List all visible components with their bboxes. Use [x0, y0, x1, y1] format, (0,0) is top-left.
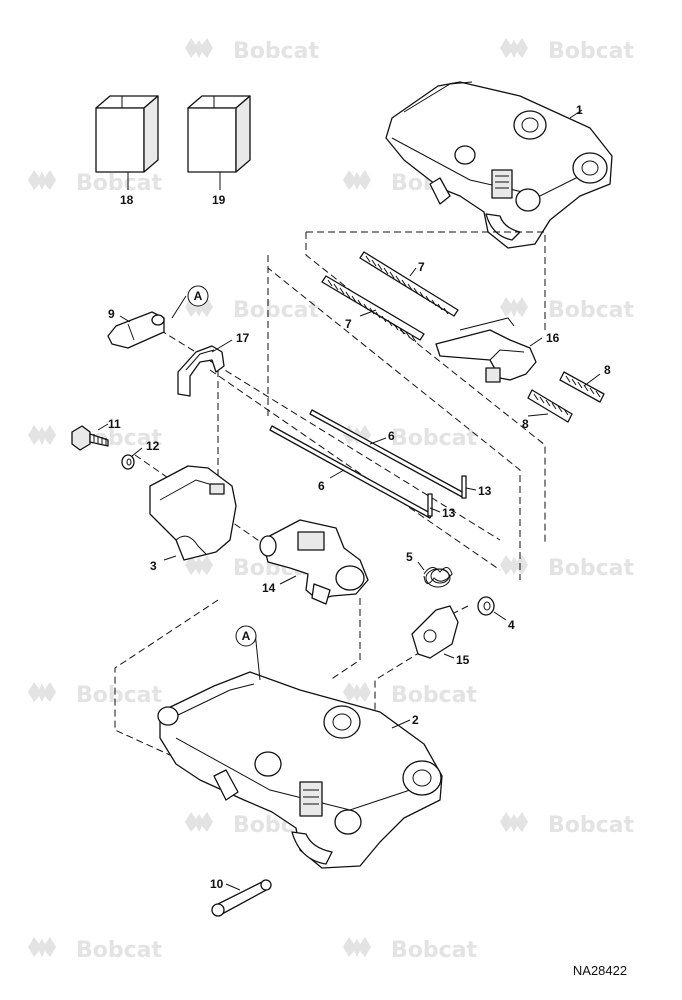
- part-12-washer: [121, 454, 135, 470]
- part-17-clip: [177, 345, 225, 397]
- callout-1: 1: [576, 103, 583, 117]
- part-10-pin: [211, 879, 272, 917]
- part-6-rod-upper: [309, 409, 467, 499]
- callout-5: 5: [406, 550, 413, 564]
- watermark: Bobcat: [500, 555, 635, 581]
- leader-lines: [97, 109, 601, 891]
- bobcat-logo-icon: [500, 297, 528, 317]
- callout-2: 2: [412, 713, 419, 727]
- watermark-text: Bobcat: [233, 39, 320, 64]
- reference-marker-label: A: [242, 629, 251, 643]
- watermark-text: Bobcat: [233, 298, 320, 323]
- callout-7b: 7: [345, 317, 352, 331]
- callout-19: 19: [212, 193, 226, 207]
- callout-13b: 13: [442, 506, 456, 520]
- drawing-number: NA28422: [573, 963, 627, 978]
- watermark-text: Bobcat: [548, 39, 635, 64]
- reference-marker-label: A: [194, 289, 203, 303]
- watermark-text: Bobcat: [391, 683, 478, 708]
- watermark: Bobcat: [185, 297, 320, 323]
- part-9-pin: [107, 311, 165, 349]
- bobcat-logo-icon: [343, 937, 371, 957]
- callout-15: 15: [456, 653, 470, 667]
- part-4-washer: [477, 596, 495, 616]
- part-5-spring: [423, 567, 453, 588]
- bobcat-logo-icon: [185, 38, 213, 58]
- part-16-guide: [435, 317, 537, 383]
- callout-9: 9: [108, 307, 115, 321]
- callout-16: 16: [546, 331, 560, 345]
- bobcat-logo-icon: [28, 170, 56, 190]
- part-3-bracket: [149, 465, 237, 561]
- callout-17: 17: [236, 331, 250, 345]
- part-2-coupler-frame: [157, 671, 443, 869]
- watermark-text: Bobcat: [76, 683, 163, 708]
- bobcat-logo-icon: [28, 937, 56, 957]
- callout-13a: 13: [478, 484, 492, 498]
- watermark-text: Bobcat: [548, 813, 635, 838]
- part-18-box: [95, 95, 159, 173]
- part-13-pin-lower: [427, 493, 433, 517]
- watermark-text: Bobcat: [548, 556, 635, 581]
- part-7-threaded-rod-upper: [359, 251, 459, 317]
- part-1-coupler-frame: [385, 81, 613, 249]
- bobcat-logo-icon: [185, 812, 213, 832]
- watermark: Bobcat: [28, 937, 163, 963]
- callout-7a: 7: [418, 260, 425, 274]
- callout-8a: 8: [604, 363, 611, 377]
- callout-10: 10: [210, 877, 224, 891]
- watermark-text: Bobcat: [391, 426, 478, 451]
- watermark: Bobcat: [343, 425, 478, 451]
- bobcat-logo-icon: [28, 682, 56, 702]
- callout-3: 3: [150, 559, 157, 573]
- watermark-text: Bobcat: [76, 938, 163, 963]
- watermark: Bobcat: [343, 682, 478, 708]
- callout-14: 14: [262, 581, 276, 595]
- bobcat-logo-icon: [500, 555, 528, 575]
- part-11-bolt: [71, 425, 109, 451]
- callout-6b: 6: [318, 479, 325, 493]
- watermark-text: Bobcat: [391, 938, 478, 963]
- callout-18: 18: [120, 193, 134, 207]
- callout-11: 11: [108, 417, 121, 431]
- part-8-stud-lower: [527, 389, 573, 423]
- part-14-valve: [259, 519, 369, 605]
- part-8-stud-upper: [559, 371, 605, 403]
- watermark-text: Bobcat: [548, 298, 635, 323]
- watermark: Bobcat: [500, 38, 635, 64]
- watermark-text: Bobcat: [76, 171, 163, 196]
- callout-4: 4: [508, 618, 515, 632]
- callout-8b: 8: [522, 417, 529, 431]
- reference-marker-a-top: A: [187, 285, 209, 307]
- part-13-pin-upper: [461, 475, 467, 499]
- watermark: Bobcat: [500, 812, 635, 838]
- watermark: Bobcat: [28, 682, 163, 708]
- watermark: Bobcat: [500, 297, 635, 323]
- callout-labels: 1 2 3 4 5 6 6 7 7 8 8 9 10 11 12 13 13 1…: [108, 103, 611, 891]
- bobcat-logo-icon: [28, 425, 56, 445]
- part-7-threaded-rod-lower: [321, 275, 425, 343]
- bobcat-logo-icon: [343, 170, 371, 190]
- callout-12: 12: [146, 439, 160, 453]
- reference-marker-a-bottom: A: [235, 625, 257, 647]
- bobcat-logo-icon: [500, 38, 528, 58]
- bobcat-logo-icon: [500, 812, 528, 832]
- part-19-box: [187, 95, 251, 173]
- watermark: Bobcat: [185, 38, 320, 64]
- bobcat-logo-icon: [343, 682, 371, 702]
- watermark: Bobcat: [28, 170, 163, 196]
- callout-6a: 6: [388, 429, 395, 443]
- part-15-latch: [411, 605, 459, 659]
- watermark: Bobcat: [343, 937, 478, 963]
